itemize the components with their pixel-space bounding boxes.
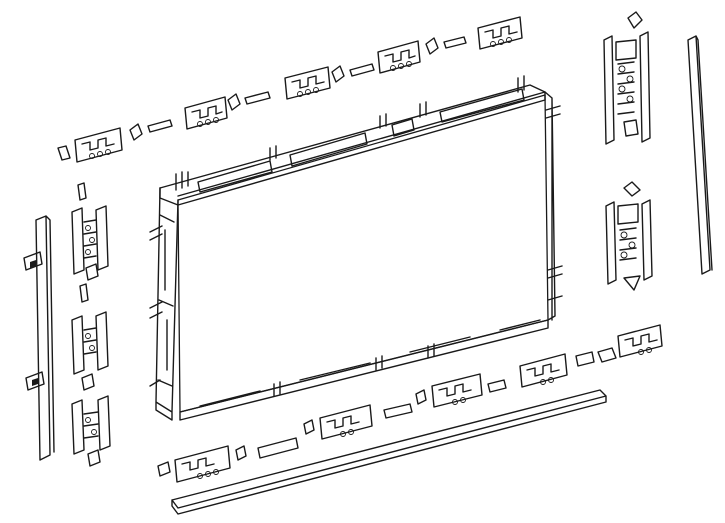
connector-bracket: [74, 127, 123, 163]
left-connector-column: [71, 182, 111, 467]
connector-bracket: [431, 373, 483, 408]
connector-bracket: [617, 324, 663, 358]
connector-bracket: [184, 96, 228, 130]
assembled-frame: [149, 75, 563, 421]
spline-bar: [147, 119, 173, 133]
spline-bar: [257, 437, 299, 459]
connector-bracket: [477, 16, 523, 50]
right-connector-column: [603, 11, 653, 291]
connector-bracket: [174, 445, 231, 483]
bottom-long-bar: [171, 389, 607, 515]
connector-bracket: [319, 404, 373, 440]
connector-bracket: [284, 66, 331, 100]
bottom-connector-row: [157, 324, 663, 483]
frame-left-stile: [155, 187, 179, 421]
top-connector-row: [57, 16, 523, 163]
frame-bottom-rail: [179, 319, 549, 421]
frame-right-stile: [544, 91, 556, 321]
diamond-key: [129, 123, 143, 141]
connector-bracket: [377, 40, 421, 74]
connector-bracket: [519, 353, 568, 388]
right-long-bar: [687, 35, 713, 275]
left-long-bar: [23, 215, 55, 461]
